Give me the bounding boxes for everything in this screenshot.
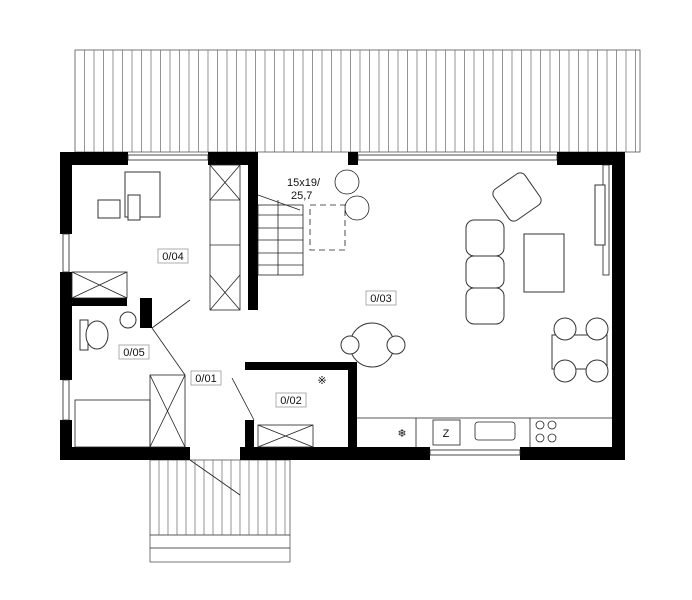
entrance-steps xyxy=(149,459,291,563)
partitions xyxy=(71,164,612,496)
fridge-label: Z xyxy=(443,428,450,440)
round-table-icon xyxy=(340,322,406,368)
walls xyxy=(60,152,625,460)
stair-label-1: 15x19/ xyxy=(287,177,321,189)
room-label-0-03: 0/03 xyxy=(370,293,391,305)
fireplace-icon xyxy=(594,184,606,246)
boiler-icon: ※ xyxy=(317,375,326,387)
dining-table-icon xyxy=(551,317,609,383)
room-label-0-02: 0/02 xyxy=(280,395,301,407)
room-labels: 0/04 0/03 0/05 0/01 0/02 xyxy=(118,248,397,408)
stair-label-2: 25,7 xyxy=(291,190,312,202)
staircase xyxy=(257,194,346,276)
room-label-0-01: 0/01 xyxy=(195,373,216,385)
room-label-0-05: 0/05 xyxy=(123,347,144,359)
sofa-icon xyxy=(465,219,505,325)
toilet-icon xyxy=(79,319,109,351)
sink-icon xyxy=(119,311,137,329)
room-label-0-04: 0/04 xyxy=(162,251,183,263)
desk-icon xyxy=(97,171,161,221)
plant-icon xyxy=(334,169,370,221)
extractor-icon: ❄ xyxy=(397,428,406,440)
armchair-icon xyxy=(492,172,542,222)
kitchen-units xyxy=(415,418,557,447)
coffee-table xyxy=(523,233,565,293)
roof-hatch xyxy=(74,49,641,153)
